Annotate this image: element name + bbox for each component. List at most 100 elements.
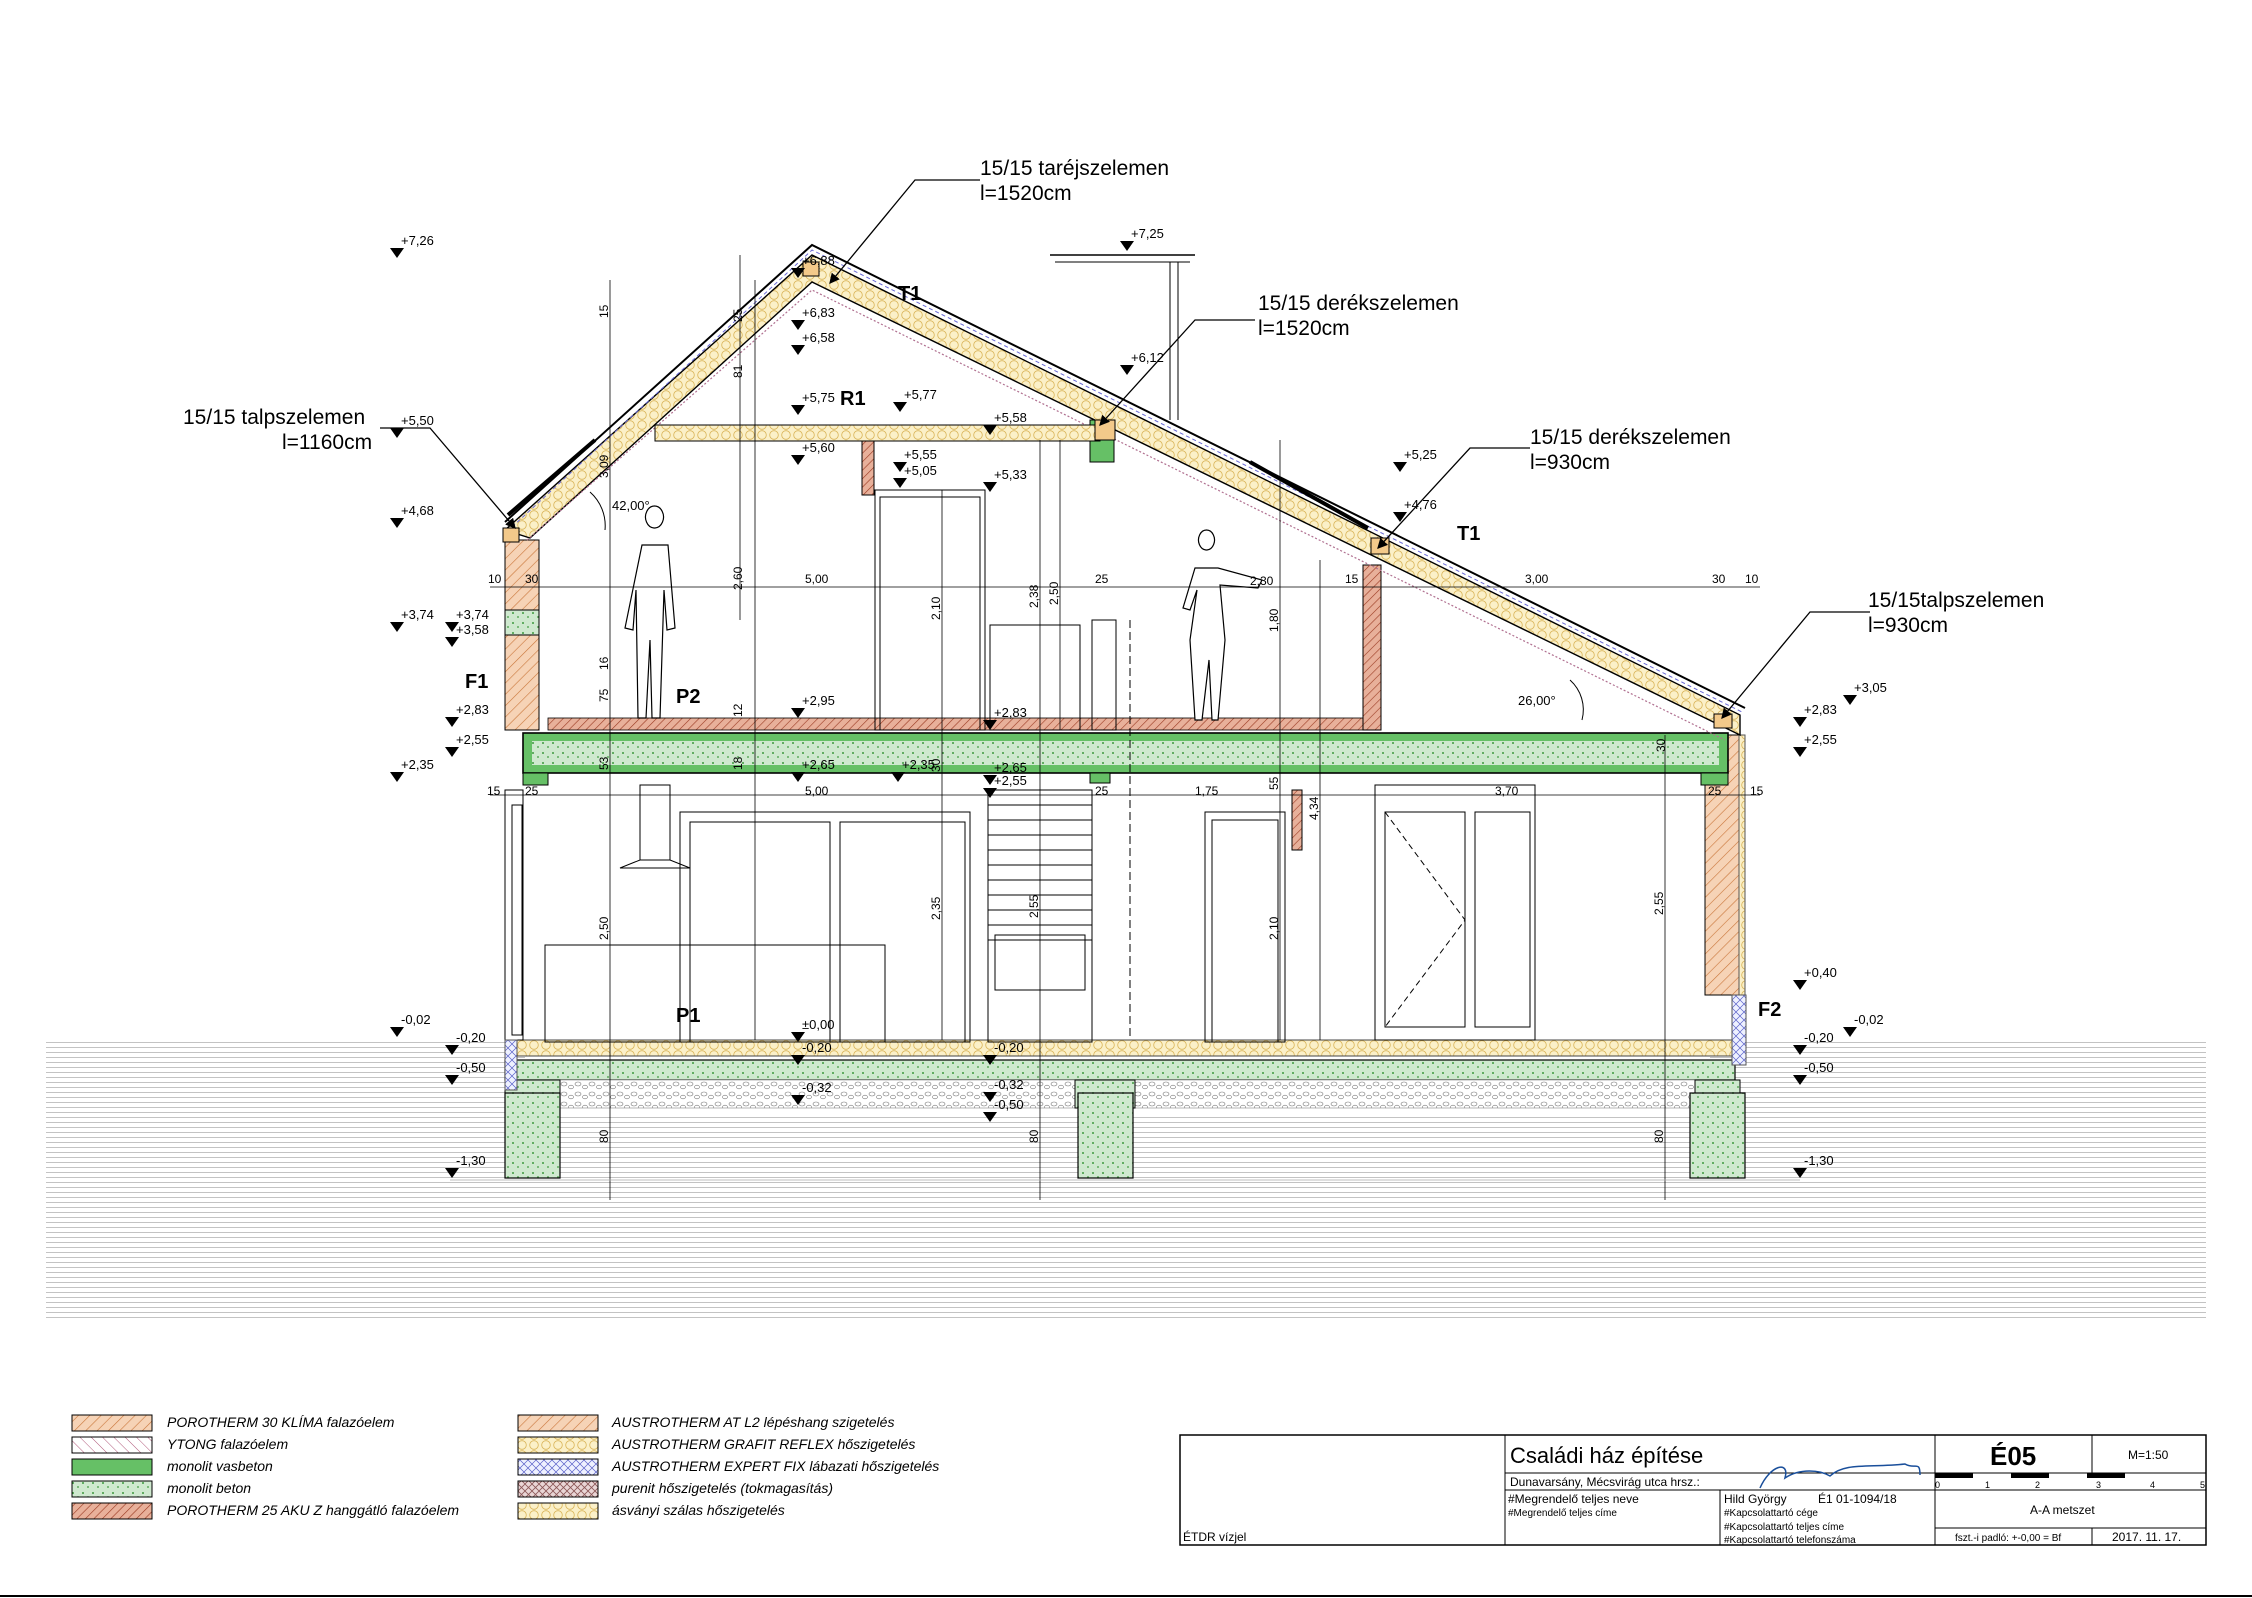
svg-text:#Kapcsolattartó cége: #Kapcsolattartó cége [1724, 1508, 1818, 1519]
level-marker: +5,50 [401, 413, 434, 428]
dimension-value: 18 [731, 756, 745, 770]
level-marker-icon [983, 482, 997, 492]
level-marker: -0,50 [456, 1060, 486, 1075]
dimension-value: 2,50 [597, 916, 611, 940]
section-tags: T1 R1 T1 F1 P2 P1 F2 [465, 283, 1781, 1027]
dimension-value: 5,00 [805, 572, 829, 586]
level-marker: +5,58 [994, 410, 1027, 425]
level-marker: ±0,00 [802, 1017, 834, 1032]
level-marker: +5,55 [904, 447, 937, 462]
level-marker: +7,25 [1131, 226, 1164, 241]
chimney [1050, 254, 1195, 420]
dimension-value: 2,38 [1027, 584, 1041, 608]
dimension-value: 1,80 [1267, 608, 1281, 632]
level-marker: -0,50 [1804, 1060, 1834, 1075]
dimension-value: 10 [1745, 572, 1759, 586]
level-marker-icon [1793, 747, 1807, 757]
level-marker: -0,50 [994, 1097, 1024, 1112]
svg-text:3: 3 [2096, 1480, 2101, 1490]
svg-text:Hild György: Hild György [1724, 1492, 1787, 1506]
dimension-value: 75 [597, 688, 611, 702]
svg-text:ÉTDR vízjel: ÉTDR vízjel [1183, 1529, 1246, 1544]
attic-walls [861, 419, 1382, 851]
level-marker: +2,35 [902, 757, 935, 772]
dimension-value: 2,50 [1047, 581, 1061, 605]
level-marker: -0,32 [802, 1080, 832, 1095]
level-marker: +6,88 [802, 253, 835, 268]
level-marker: +4,76 [1404, 497, 1437, 512]
level-marker-icon [983, 1092, 997, 1102]
dimension-lines [450, 255, 1800, 1200]
dimension-value: 3,70 [1495, 784, 1519, 798]
svg-text:ásványi szálas hőszigetelés: ásványi szálas hőszigetelés [612, 1502, 785, 1518]
svg-text:15/15 talpszelemen: 15/15 talpszelemen [183, 406, 365, 429]
dimension-value: 30 [929, 758, 943, 772]
legend-swatch-concrete [71, 1480, 153, 1498]
level-marker-icon [983, 1055, 997, 1065]
dimension-value: 15 [487, 784, 501, 798]
level-marker-icon [1793, 1075, 1807, 1085]
level-marker-icon [893, 462, 907, 472]
interior-elements [544, 489, 1536, 1043]
svg-text:#Megrendelő teljes címe: #Megrendelő teljes címe [1508, 1508, 1617, 1519]
level-marker: +2,83 [456, 702, 489, 717]
foundation-middle [1077, 1092, 1134, 1179]
svg-text:2: 2 [2035, 1480, 2040, 1490]
level-marker-icon [390, 622, 404, 632]
dimension-value: 25 [1095, 572, 1109, 586]
level-marker-icon [891, 772, 905, 782]
legend-swatch-porotherm [71, 1414, 153, 1432]
dimension-value: 5,00 [805, 784, 829, 798]
svg-text:#Kapcsolattartó teljes címe: #Kapcsolattartó teljes címe [1724, 1522, 1844, 1533]
level-marker: +5,75 [802, 390, 835, 405]
dimension-value: 25 [1708, 784, 1722, 798]
dimension-value: 10 [488, 572, 502, 586]
level-marker-icon [445, 717, 459, 727]
level-marker-icon [983, 788, 997, 798]
level-marker: +2,83 [1804, 702, 1837, 717]
svg-text:15/15talpszelemen: 15/15talpszelemen [1868, 589, 2044, 612]
level-marker-icon [893, 478, 907, 488]
level-marker: +6,12 [1131, 350, 1164, 365]
svg-text:fszt.-i padló: +-0,00 = Bf: fszt.-i padló: +-0,00 = Bf [1955, 1533, 2061, 1544]
svg-text:R1: R1 [840, 388, 866, 410]
svg-text:P1: P1 [676, 1005, 700, 1027]
level-marker-icon [1793, 717, 1807, 727]
level-marker-icon [445, 1045, 459, 1055]
level-marker: +5,33 [994, 467, 1027, 482]
svg-text:l=930cm: l=930cm [1868, 614, 1948, 637]
level-marker-icon [1120, 241, 1134, 251]
level-marker: +4,68 [401, 503, 434, 518]
svg-text:A-A metszet: A-A metszet [2030, 1503, 2095, 1517]
level-marker-icon [791, 345, 805, 355]
dimension-value: 2,30 [1250, 574, 1274, 588]
level-marker: -0,20 [802, 1040, 832, 1055]
level-marker-icon [983, 720, 997, 730]
level-marker-icon [1793, 1168, 1807, 1178]
legend-swatch-aku [71, 1502, 153, 1520]
svg-text:monolit vasbeton: monolit vasbeton [167, 1458, 273, 1474]
svg-text:AUSTROTHERM EXPERT FIX lábazat: AUSTROTHERM EXPERT FIX lábazati hősziget… [611, 1458, 939, 1474]
foundation-right [1689, 1092, 1746, 1179]
level-marker: +5,60 [802, 440, 835, 455]
level-marker: +2,55 [1804, 732, 1837, 747]
first-floor-slab [522, 717, 1729, 786]
dimension-value: 15 [1750, 784, 1764, 798]
level-marker-icon [1793, 980, 1807, 990]
dimension-value: 25 [1095, 784, 1109, 798]
svg-text:F2: F2 [1758, 999, 1781, 1021]
levels-inner: +6,88+6,83+6,58+5,75+5,60+5,77+5,55+5,05… [791, 226, 1437, 1122]
svg-text:1: 1 [1985, 1480, 1990, 1490]
dimension-value: 2,35 [929, 896, 943, 920]
dimension-value: 80 [597, 1129, 611, 1143]
svg-text:AUSTROTHERM AT L2 lépéshang sz: AUSTROTHERM AT L2 lépéshang szigetelés [611, 1414, 894, 1430]
signature [1759, 1463, 1921, 1489]
dimension-value: 15 [597, 304, 611, 318]
level-marker-icon [1843, 695, 1857, 705]
human-figures [624, 505, 1263, 721]
level-marker: +6,58 [802, 330, 835, 345]
level-marker: +0,40 [1804, 965, 1837, 980]
level-marker-icon [445, 747, 459, 757]
